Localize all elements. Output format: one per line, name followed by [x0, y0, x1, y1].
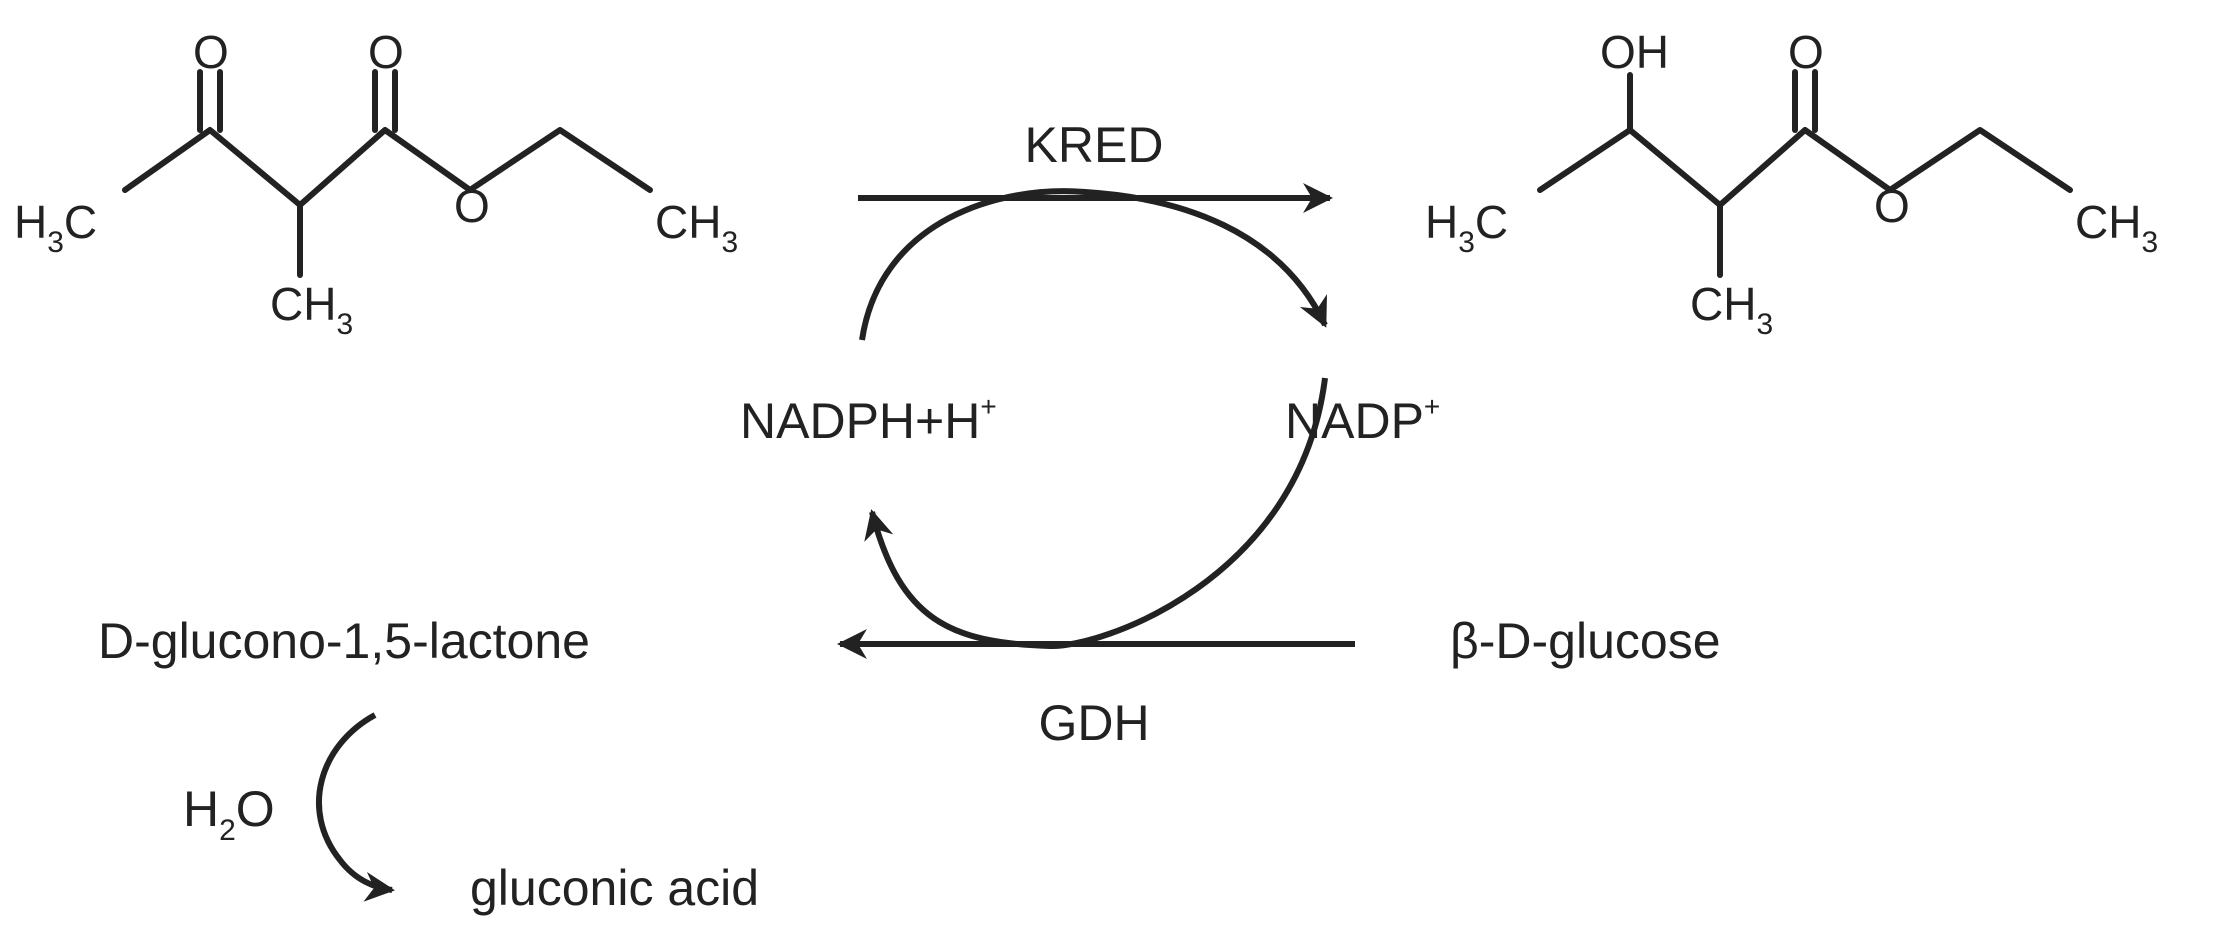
product-ester-oxygen: O [1874, 180, 1910, 232]
product-hydroxyl: OH [1600, 26, 1669, 78]
nadph-label: NADPH+H+ [740, 391, 997, 449]
gdh-reaction-arrow: GDH [837, 629, 1355, 751]
beta-d-glucose-label: β-D-glucose [1450, 613, 1721, 669]
cofactor-cycle: NADPH+H+ NADP+ [740, 188, 1440, 650]
reactant-right-methyl: CH3 [655, 196, 738, 259]
product-left-methyl: H3C [1425, 196, 1508, 259]
kred-reaction-arrow: KRED [858, 117, 1333, 213]
product-skeleton [1537, 127, 2073, 208]
water-label: H2O [183, 781, 275, 847]
gdh-label: GDH [1038, 695, 1149, 751]
product-right-methyl: CH3 [2075, 196, 2158, 259]
reactant-molecule: O O O H3C CH3 CH3 [14, 26, 738, 341]
reactant-skeleton [122, 127, 653, 208]
reactant-ester-oxygen: O [454, 180, 490, 232]
gluconolactone-label: D-glucono-1,5-lactone [98, 613, 590, 669]
reactant-ester-carbonyl-oxygen: O [368, 26, 404, 78]
cycle-top-arc [859, 188, 1328, 341]
product-branch-methyl: CH3 [1690, 278, 1773, 341]
hydrolysis-step: H2O gluconic acid [183, 712, 759, 916]
product-molecule: OH O O H3C CH3 CH3 [1425, 26, 2158, 341]
reactant-branch-methyl: CH3 [270, 278, 353, 341]
reactant-ketone-oxygen: O [193, 26, 229, 78]
hydrolysis-arrow [315, 712, 395, 902]
kred-label: KRED [1025, 117, 1164, 173]
gluconic-acid-label: gluconic acid [470, 860, 759, 916]
nadp-label: NADP+ [1285, 391, 1440, 449]
reactant-left-methyl: H3C [14, 196, 97, 259]
product-ester-carbonyl-oxygen: O [1788, 26, 1824, 78]
